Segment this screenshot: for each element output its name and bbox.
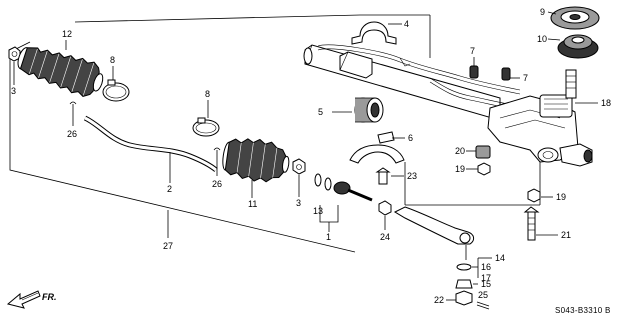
callout-26-upper: 26 — [67, 129, 77, 139]
callout-22: 22 — [434, 295, 444, 305]
part-21-bolt — [523, 206, 558, 241]
callout-20: 20 — [455, 146, 465, 156]
catalog-code: S043-B3310 B — [555, 306, 611, 315]
grouping-lines — [9, 14, 541, 253]
part-4-bracket — [351, 21, 402, 45]
part-2-breather-tube — [83, 115, 218, 183]
part-22-nut — [446, 290, 473, 306]
callout-9: 9 — [540, 7, 545, 17]
part-16-seal — [456, 263, 478, 271]
part-25-cotter-pin — [476, 301, 490, 310]
part-6-bracket — [349, 131, 405, 164]
part-9-grommet — [547, 6, 600, 30]
callout-7-upper: 7 — [470, 46, 475, 56]
callout-4: 4 — [404, 19, 409, 29]
part-23-bolt — [375, 167, 404, 185]
steering-rack-housing — [303, 44, 593, 167]
part-3-left-nut — [8, 46, 21, 85]
part-24-nut — [378, 200, 392, 230]
callout-2: 2 — [167, 184, 172, 194]
callout-19-upper: 19 — [455, 164, 465, 174]
callout-1: 1 — [326, 232, 331, 242]
part-20-plug — [466, 145, 491, 159]
callout-19-lower: 19 — [556, 192, 566, 202]
front-direction-label: FR. — [42, 292, 57, 302]
callout-18: 18 — [601, 98, 611, 108]
part-19-nut-upper — [466, 162, 491, 176]
callout-10: 10 — [537, 34, 547, 44]
callout-24: 24 — [380, 232, 390, 242]
part-26-lower-clip — [213, 147, 221, 176]
callout-26-lower: 26 — [212, 179, 222, 189]
callout-14: 14 — [495, 253, 505, 263]
callout-13: 13 — [313, 206, 323, 216]
part-11-right-boot — [222, 138, 290, 198]
part-19-nut-lower — [527, 188, 553, 203]
callout-12: 12 — [62, 29, 72, 39]
callout-6: 6 — [408, 133, 413, 143]
part-3-right-nut — [292, 158, 306, 197]
callout-8-lower: 8 — [205, 89, 210, 99]
part-10-grommet — [547, 34, 599, 59]
part-1-tie-rod — [319, 181, 373, 232]
part-7-line-clip — [469, 57, 520, 81]
callout-25: 25 — [478, 290, 488, 300]
part-8-lower-clamp — [192, 100, 220, 137]
part-15-boot — [455, 279, 478, 289]
part-26-upper-clip — [69, 101, 77, 126]
callout-3-left: 3 — [11, 86, 16, 96]
part-5-bushing — [332, 97, 384, 123]
callout-17: 17 — [481, 273, 491, 283]
part-14-tie-rod-end — [393, 206, 492, 278]
callout-15: 15 — [481, 279, 491, 289]
callout-8-upper: 8 — [110, 55, 115, 65]
callout-27: 27 — [163, 241, 173, 251]
part-12-left-boot — [17, 40, 104, 97]
callout-16: 16 — [481, 262, 491, 272]
callout-3-right: 3 — [296, 198, 301, 208]
callout-23: 23 — [407, 171, 417, 181]
part-8-upper-clamp — [102, 66, 130, 102]
front-direction-arrow-icon — [6, 290, 41, 309]
part-13-washer — [314, 173, 332, 191]
callout-labels: 1 2 3 3 4 5 6 7 7 8 8 9 10 11 12 13 14 1… — [11, 7, 611, 305]
callout-7-lower: 7 — [523, 73, 528, 83]
callout-11: 11 — [248, 199, 257, 209]
callout-5: 5 — [318, 107, 323, 117]
callout-21: 21 — [561, 230, 571, 240]
